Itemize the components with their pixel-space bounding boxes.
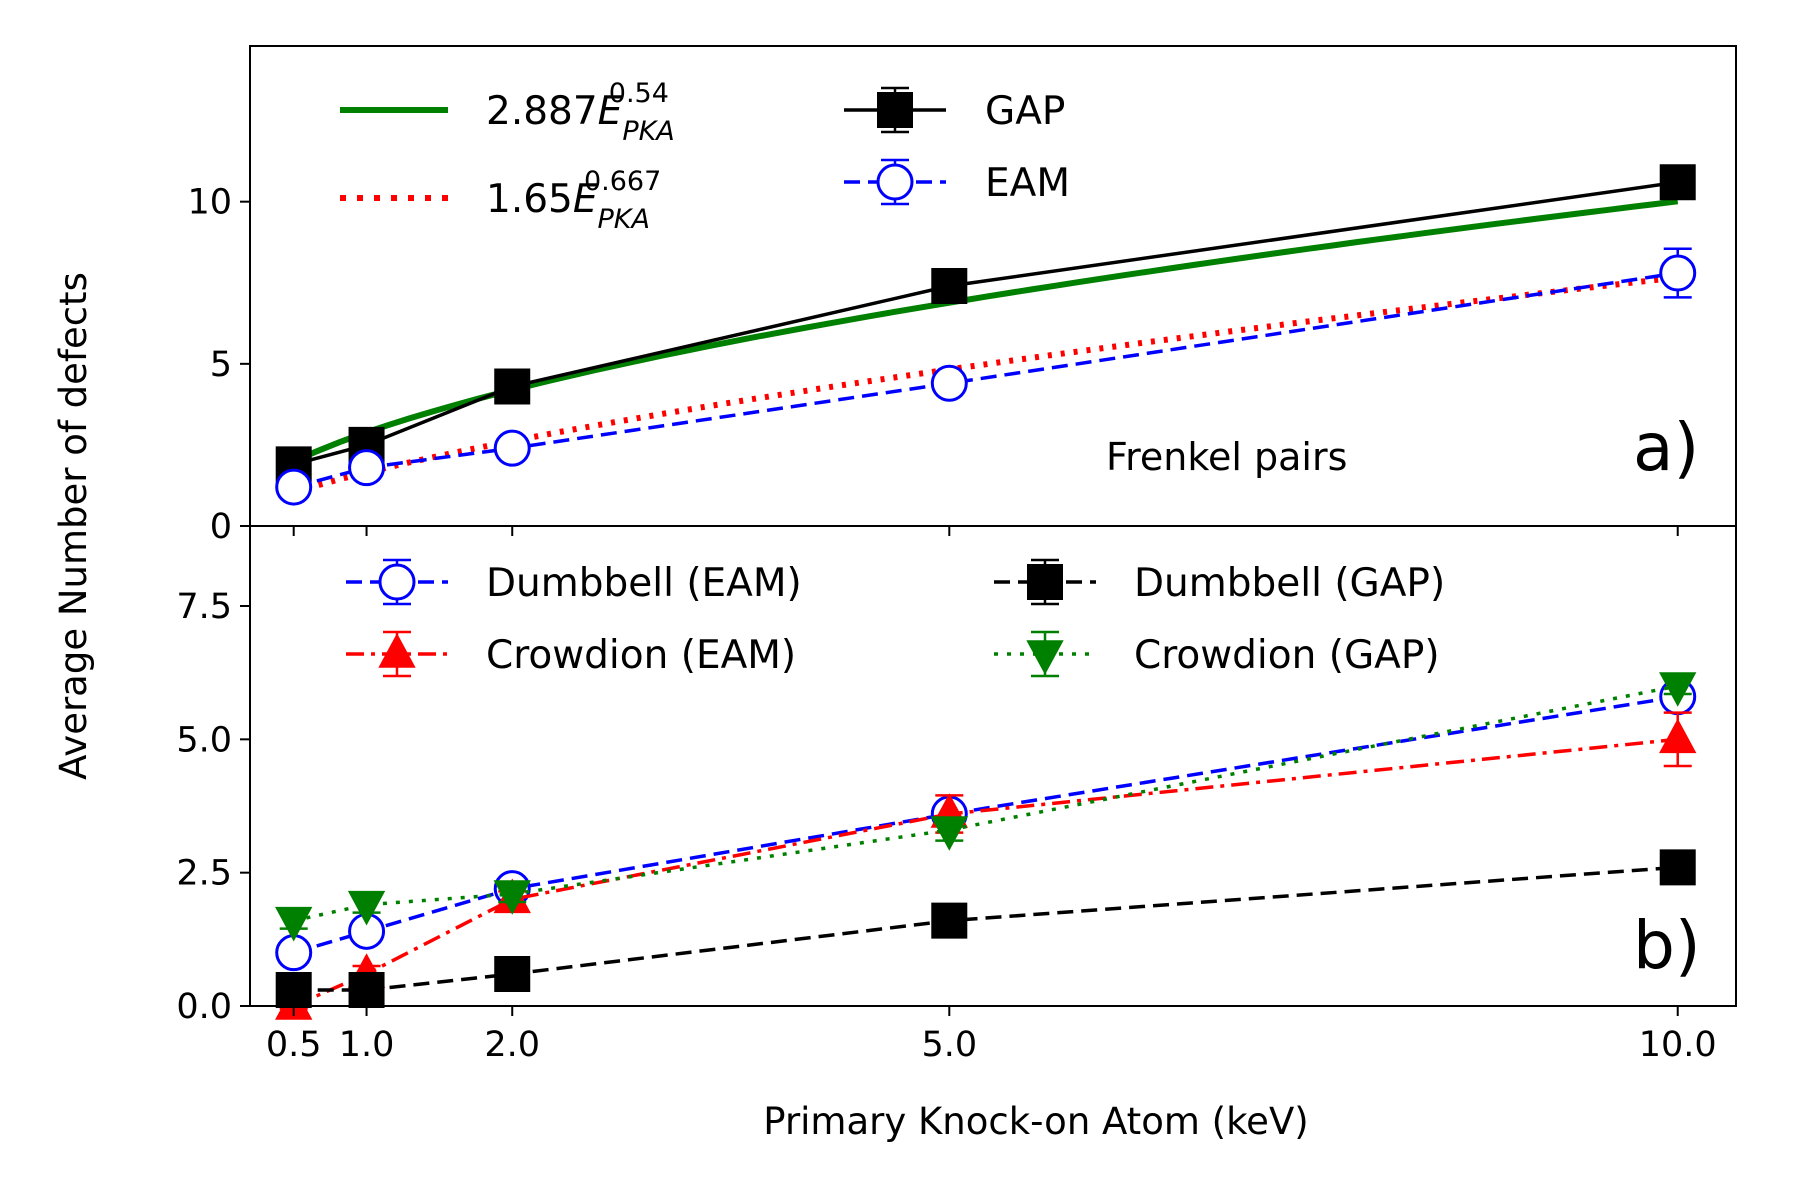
- marker-db_gap-0: [275, 972, 312, 1008]
- legend-dumbbell-gap-label: Dumbbell (GAP): [1134, 561, 1445, 606]
- marker-gap-2: [494, 368, 531, 405]
- legend-marker-cr_gap: [1026, 640, 1064, 675]
- marker-eam-4: [1659, 254, 1697, 292]
- marker-gap-4: [1659, 164, 1696, 201]
- y-tick-label-b-0: 0.0: [176, 987, 232, 1027]
- legend-fit-eam-label: 1.65EPKA0.667: [486, 166, 661, 235]
- marker-db_gap-3: [931, 902, 968, 939]
- legend-dumbbell-gap-handle: [994, 558, 1096, 606]
- x-tick-label-0: 0.5: [266, 1025, 322, 1065]
- panel-b-x-ticks: 0.5 1.0 2.0 5.0 10.0: [266, 1006, 1717, 1065]
- frenkel-pairs-annotation: Frenkel pairs: [1106, 435, 1347, 479]
- marker-cr_eam-4: [1659, 718, 1697, 754]
- legend-marker-eam: [876, 163, 914, 201]
- x-tick-label-3: 5.0: [921, 1025, 977, 1065]
- marker-cr_gap-4: [1659, 672, 1697, 707]
- y-tick-label-a-0: 0: [210, 507, 232, 547]
- legend-gap-handle: [844, 86, 946, 134]
- legend-crowdion-gap-handle: [994, 630, 1096, 678]
- legend-marker-db_gap: [1027, 564, 1063, 600]
- marker-db_gap-2: [494, 956, 531, 992]
- x-tick-label-2: 2.0: [484, 1025, 540, 1065]
- marker-db_gap-4: [1659, 849, 1696, 886]
- marker-cr_gap-2: [493, 880, 531, 915]
- panel-b-frame: [249, 525, 1737, 1007]
- x-tick-label-4: 10.0: [1639, 1025, 1717, 1065]
- legend-eam-handle: [844, 158, 946, 206]
- panel-b-marks: [275, 672, 1697, 1020]
- marker-db_gap-1: [348, 972, 385, 1008]
- marker-cr_gap-1: [347, 890, 386, 926]
- y-tick-label-a-2: 10: [187, 183, 232, 223]
- y-tick-label-a-1: 5: [210, 345, 232, 385]
- legend-dumbbell-eam-handle: [346, 558, 448, 606]
- series-eam: [275, 247, 1697, 506]
- panel-a-x-ticks: [292, 526, 1679, 536]
- x-tick-label-1: 1.0: [339, 1025, 395, 1065]
- panel-b-y-ticks: 0.0 2.5 5.0 7.5: [176, 587, 250, 1027]
- y-axis-label: Average Number of defects: [52, 272, 95, 780]
- marker-gap-3: [931, 268, 968, 304]
- legend-crowdion-eam-label: Crowdion (EAM): [486, 633, 796, 678]
- panel-a-legend: 2.887EPKA0.54 1.65EPKA0.667 GAP EAM: [340, 78, 1070, 235]
- panel-b-tag: b): [1633, 907, 1701, 984]
- legend-marker-db_eam: [378, 563, 416, 601]
- legend-dumbbell-eam-label: Dumbbell (EAM): [486, 561, 802, 606]
- legend-crowdion-eam-handle: [346, 630, 448, 678]
- series-cr_gap: [275, 672, 1697, 942]
- panel-a-tag: a): [1633, 409, 1699, 486]
- panel-a-y-ticks: 0 5 10: [187, 183, 250, 547]
- marker-eam-3: [930, 364, 968, 402]
- legend-eam-label: EAM: [985, 161, 1070, 206]
- legend-marker-cr_eam: [378, 633, 416, 668]
- series-db_gap: [275, 849, 1696, 1008]
- y-tick-label-b-3: 7.5: [176, 587, 232, 627]
- marker-eam-1: [348, 449, 386, 487]
- panel-b: 0.0 2.5 5.0 7.5 0.5 1.0 2.0 5.0 10.0 Dumbbell (…: [176, 525, 1737, 1065]
- legend-marker-gap: [877, 92, 913, 128]
- marker-cr_gap-0: [275, 906, 313, 942]
- legend-crowdion-gap-label: Crowdion (GAP): [1134, 633, 1440, 678]
- x-axis-label: Primary Knock-on Atom (keV): [763, 1100, 1308, 1143]
- y-tick-label-b-2: 5.0: [176, 720, 232, 760]
- marker-cr_gap-3: [930, 816, 968, 851]
- marker-eam-2: [493, 429, 531, 467]
- legend-gap-label: GAP: [985, 89, 1065, 134]
- panel-b-legend: Dumbbell (EAM) Crowdion (EAM) Dumbbell (…: [346, 558, 1445, 678]
- legend-fit-gap-label: 2.887EPKA0.54: [486, 78, 675, 147]
- y-tick-label-b-1: 2.5: [176, 854, 232, 894]
- marker-eam-0: [275, 468, 313, 506]
- panel-a: 0 5 10 2.887EPKA0.54 1.65EPKA0.667 GAP EAM…: [187, 45, 1737, 547]
- panel-a-marks: [275, 164, 1697, 506]
